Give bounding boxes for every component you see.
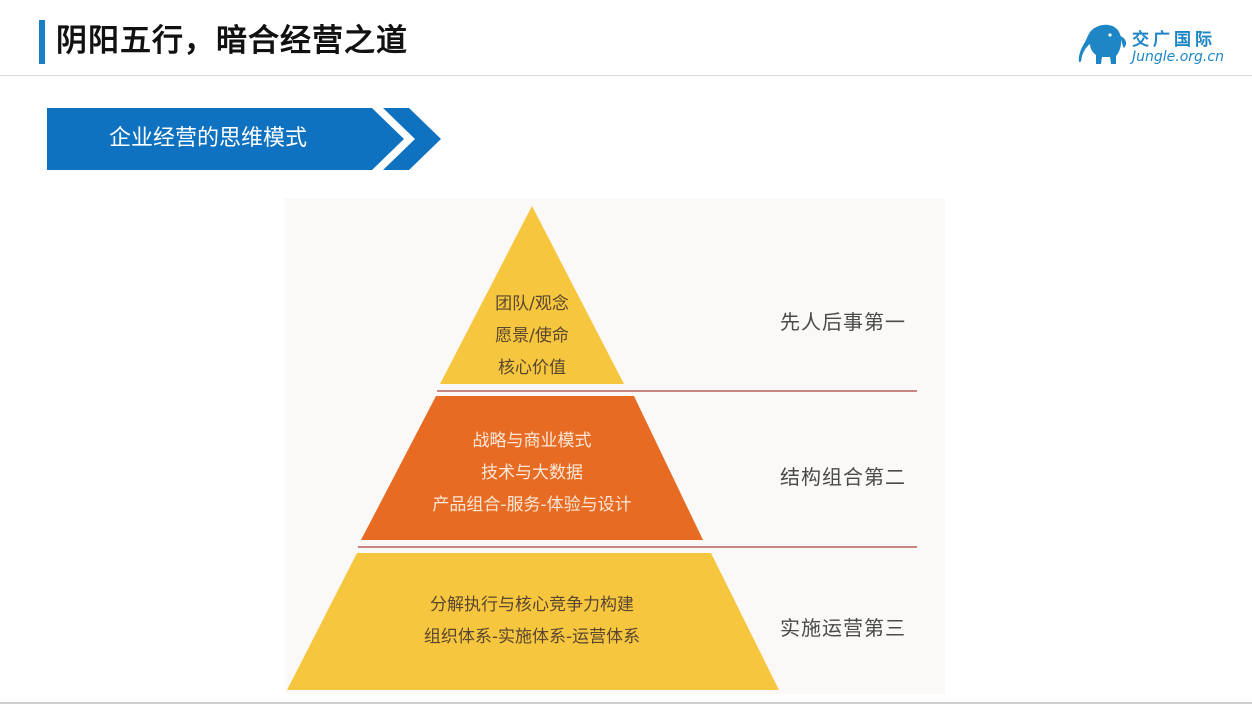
section-title: 企业经营的思维模式 xyxy=(109,126,308,151)
tier-middle-line: 技术与大数据 xyxy=(481,463,583,483)
tier-top-line: 核心价值 xyxy=(498,358,566,378)
tier-top-line: 团队/观念 xyxy=(495,294,569,314)
tier-middle-label: 结构组合第二 xyxy=(780,465,906,489)
tier-middle-text: 战略与商业模式 技术与大数据 产品组合-服务-体验与设计 xyxy=(382,425,682,521)
tier-top-line: 愿景/使命 xyxy=(495,326,569,346)
logo-chinese-name: 交广国际 xyxy=(1132,30,1216,50)
pyramid-tier-bottom xyxy=(287,553,779,690)
tier-bottom-line: 分解执行与核心竞争力构建 xyxy=(430,595,634,615)
pyramid-tier-middle xyxy=(361,396,703,540)
page-title: 阴阳五行，暗合经营之道 xyxy=(56,23,408,59)
tier-bottom-line: 组织体系-实施体系-运营体系 xyxy=(423,627,641,647)
footer-divider xyxy=(0,702,1252,704)
tier-top-label: 先人后事第一 xyxy=(780,310,906,334)
title-accent-bar xyxy=(39,20,45,64)
section-banner: 企业经营的思维模式 xyxy=(47,108,447,170)
tier-top-text: 团队/观念 愿景/使命 核心价值 xyxy=(432,288,632,384)
logo-english-name: Jungle.org.cn xyxy=(1132,49,1224,65)
tier-bottom-label: 实施运营第三 xyxy=(780,616,906,640)
tier-bottom-text: 分解执行与核心竞争力构建 组织体系-实施体系-运营体系 xyxy=(382,589,682,653)
pyramid-tier-top xyxy=(440,206,624,384)
pyramid-diagram: 团队/观念 愿景/使命 核心价值 战略与商业模式 技术与大数据 产品组合-服务-… xyxy=(285,198,945,694)
tier-middle-line: 战略与商业模式 xyxy=(472,431,592,451)
banner-arrow-shape xyxy=(47,108,441,170)
company-logo: 交广国际 Jungle.org.cn xyxy=(1076,22,1224,68)
header-divider xyxy=(0,75,1252,76)
elephant-icon xyxy=(1078,24,1127,64)
pyramid-shapes xyxy=(287,206,917,690)
tier-middle-line: 产品组合-服务-体验与设计 xyxy=(432,495,632,515)
